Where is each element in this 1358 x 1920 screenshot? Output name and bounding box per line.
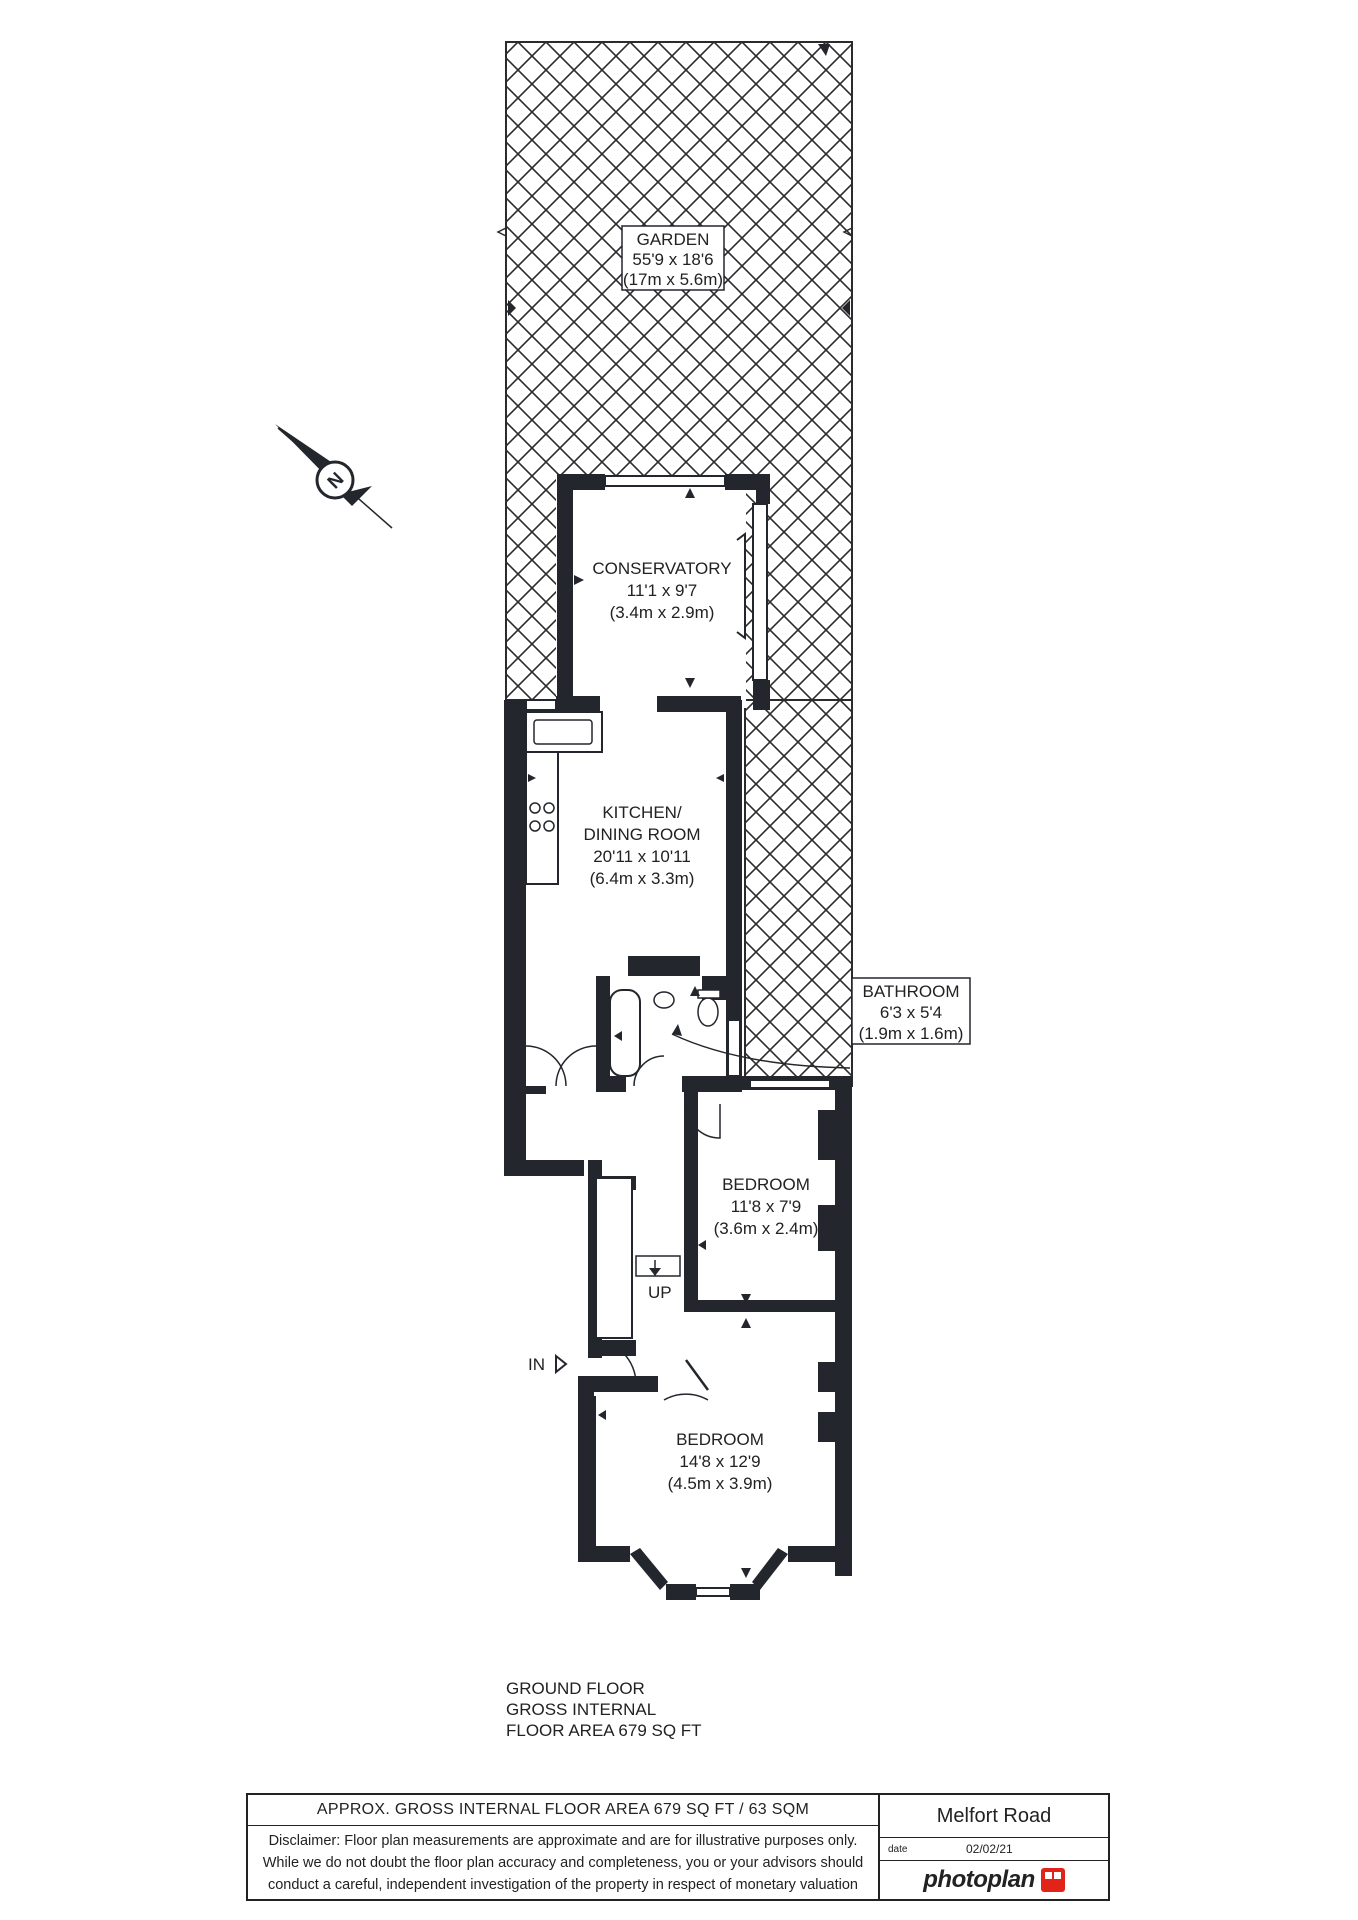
bedroom-small-metric: (3.6m x 2.4m) xyxy=(714,1219,819,1238)
kitchen-label: KITCHEN/ DINING ROOM 20'11 x 10'11 (6.4m… xyxy=(583,803,700,888)
conservatory-walls xyxy=(557,474,770,712)
floor-gross-label: GROSS INTERNAL xyxy=(506,1700,657,1719)
building-walls xyxy=(504,696,852,1600)
bedroom-small-name: BEDROOM xyxy=(722,1175,810,1194)
bedroom-large-name: BEDROOM xyxy=(676,1430,764,1449)
footer-panel: APPROX. GROSS INTERNAL FLOOR AREA 679 SQ… xyxy=(246,1793,1110,1901)
floor-area-value: FLOOR AREA 679 SQ FT xyxy=(506,1721,702,1740)
bathroom-fixtures xyxy=(609,986,851,1077)
brand-mark-icon xyxy=(1040,1868,1065,1892)
bedroom-large-metric: (4.5m x 3.9m) xyxy=(668,1474,773,1493)
entrance-label: IN xyxy=(528,1355,545,1374)
date-row: date 02/02/21 xyxy=(880,1838,1108,1861)
photoplan-logo: photoplan xyxy=(880,1861,1108,1899)
floor-area-summary: GROUND FLOOR GROSS INTERNAL FLOOR AREA 6… xyxy=(506,1678,702,1741)
bathroom-label: BATHROOM 6'3 x 5'4 (1.9m x 1.6m) xyxy=(851,977,971,1045)
bedroom-small-label: BEDROOM 11'8 x 7'9 (3.6m x 2.4m) xyxy=(698,1175,828,1328)
garden-metric: (17m x 5.6m) xyxy=(623,270,723,289)
disclaimer-line: Disclaimer: Floor plan measurements are … xyxy=(268,1833,858,1849)
bedroom-small-imperial: 11'8 x 7'9 xyxy=(731,1197,801,1216)
bedroom-large-imperial: 14'8 x 12'9 xyxy=(679,1452,760,1471)
kitchen-fixtures xyxy=(525,711,724,885)
footer-title-block: Melfort Road date 02/02/21 photoplan xyxy=(880,1795,1108,1899)
brand-wordmark: photoplan xyxy=(923,1866,1035,1893)
kitchen-metric: (6.4m x 3.3m) xyxy=(590,869,695,888)
bathroom-metric: (1.9m x 1.6m) xyxy=(859,1024,964,1043)
disclaimer: Disclaimer: Floor plan measurements are … xyxy=(248,1826,878,1899)
garden-name: GARDEN xyxy=(637,230,710,249)
disclaimer-line: conduct a careful, independent investiga… xyxy=(267,1877,859,1893)
garden-imperial: 55'9 x 18'6 xyxy=(632,250,713,269)
conservatory-metric: (3.4m x 2.9m) xyxy=(610,603,715,622)
property-name: Melfort Road xyxy=(880,1795,1108,1838)
footer-info: APPROX. GROSS INTERNAL FLOOR AREA 679 SQ… xyxy=(248,1795,880,1899)
kitchen-name-line1: KITCHEN/ xyxy=(602,803,682,822)
bathroom-name: BATHROOM xyxy=(863,982,960,1001)
stairs-label: UP xyxy=(648,1283,672,1302)
compass-icon: N xyxy=(275,424,393,529)
kitchen-imperial: 20'11 x 10'11 xyxy=(593,847,691,866)
date-label: date xyxy=(888,1843,908,1855)
bathroom-imperial: 6'3 x 5'4 xyxy=(880,1003,942,1022)
bedroom-large-label: BEDROOM 14'8 x 12'9 (4.5m x 3.9m) xyxy=(598,1410,772,1578)
date-value: 02/02/21 xyxy=(966,1842,1013,1856)
conservatory-label: CONSERVATORY 11'1 x 9'7 (3.4m x 2.9m) xyxy=(592,559,731,622)
garden-label: GARDEN 55'9 x 18'6 (17m x 5.6m) xyxy=(621,225,725,291)
footer-area-text: APPROX. GROSS INTERNAL FLOOR AREA 679 SQ… xyxy=(248,1795,878,1826)
disclaimer-line: While we do not doubt the floor plan acc… xyxy=(262,1855,864,1871)
conservatory-imperial: 11'1 x 9'7 xyxy=(627,581,697,600)
conservatory-name: CONSERVATORY xyxy=(592,559,731,578)
floor-name: GROUND FLOOR xyxy=(506,1679,645,1698)
kitchen-name-line2: DINING ROOM xyxy=(583,825,700,844)
